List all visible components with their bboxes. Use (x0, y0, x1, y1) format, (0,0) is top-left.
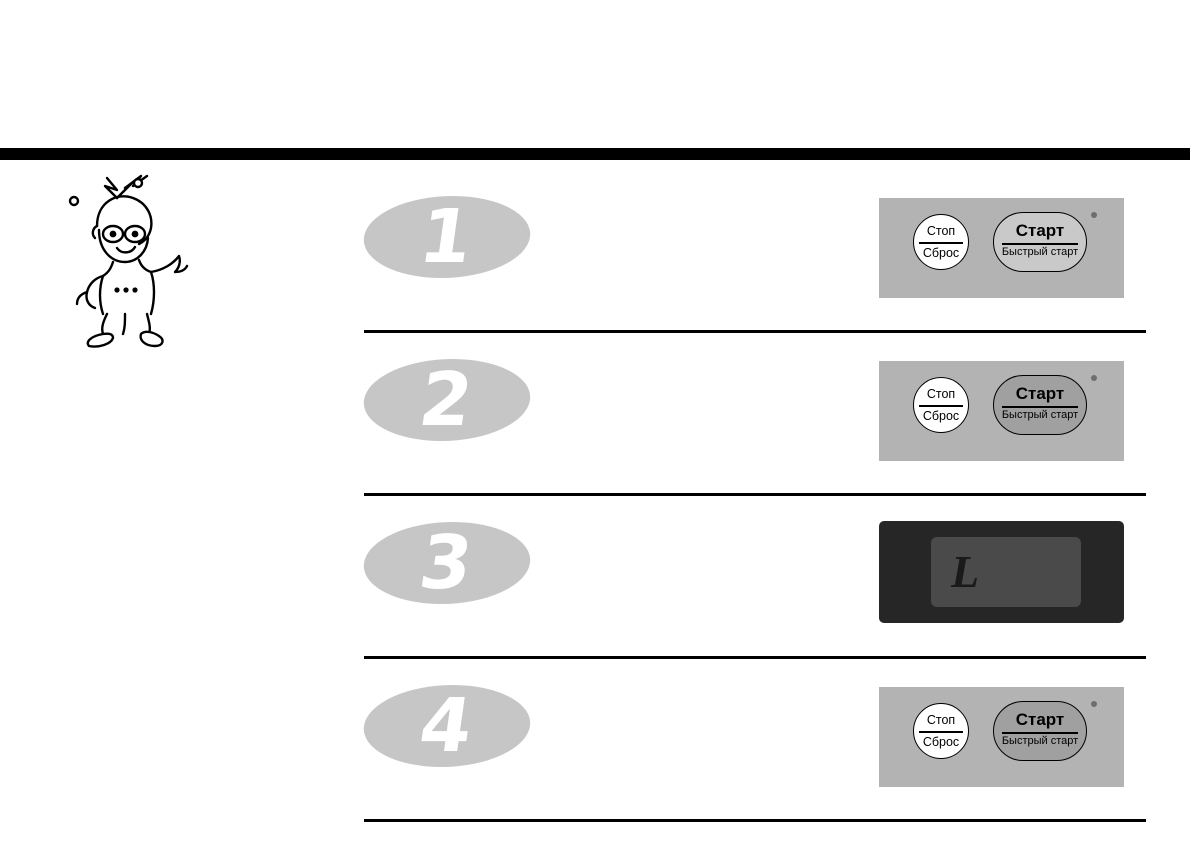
stop-divider (919, 242, 963, 244)
stop-divider (919, 405, 963, 407)
step-row: 4 Стоп Сброс Старт Быстрый старт (358, 659, 1146, 822)
start-divider (1002, 243, 1078, 245)
display-panel-graphic: L (879, 521, 1127, 623)
start-label: Старт (1015, 221, 1065, 240)
start-label: Старт (1015, 384, 1065, 403)
control-panel-graphic-2: Стоп Сброс Старт Быстрый старт (879, 361, 1124, 461)
indicator-led-icon (1091, 375, 1097, 381)
start-quickstart-button[interactable]: Старт Быстрый старт (993, 212, 1087, 272)
start-quickstart-button[interactable]: Старт Быстрый старт (993, 701, 1087, 761)
quickstart-label: Быстрый старт (1001, 246, 1079, 258)
step-row: 2 Стоп Сброс Старт Быстрый старт (358, 333, 1146, 496)
start-label: Старт (1015, 710, 1065, 729)
quickstart-label: Быстрый старт (1001, 409, 1079, 421)
quickstart-label: Быстрый старт (1001, 735, 1079, 747)
indicator-led-icon (1091, 212, 1097, 218)
stop-reset-button[interactable]: Стоп Сброс (913, 214, 969, 270)
step-number-badge: 3 (358, 520, 536, 606)
steps-list: 1 Стоп Сброс Старт Быстрый старт 2 Стоп … (358, 170, 1146, 822)
start-divider (1002, 732, 1078, 734)
lightning-character-illustration (55, 168, 205, 348)
stop-reset-button[interactable]: Стоп Сброс (913, 377, 969, 433)
step-row: 3 L (358, 496, 1146, 659)
stop-label: Стоп (926, 713, 956, 727)
reset-label: Сброс (922, 246, 960, 260)
reset-label: Сброс (922, 735, 960, 749)
reset-label: Сброс (922, 409, 960, 423)
step-number-badge: 2 (358, 357, 536, 443)
step-row: 1 Стоп Сброс Старт Быстрый старт (358, 170, 1146, 333)
control-panel-graphic-4: Стоп Сброс Старт Быстрый старт (879, 687, 1124, 787)
start-divider (1002, 406, 1078, 408)
display-panel-shadow (882, 609, 1127, 623)
control-panel-graphic-1: Стоп Сброс Старт Быстрый старт (879, 198, 1124, 298)
stop-reset-button[interactable]: Стоп Сброс (913, 703, 969, 759)
step-number-badge: 1 (358, 194, 536, 280)
indicator-led-icon (1091, 701, 1097, 707)
stop-label: Стоп (926, 387, 956, 401)
display-value: L (951, 546, 980, 597)
header-divider-rule (0, 148, 1190, 160)
stop-label: Стоп (926, 224, 956, 238)
start-quickstart-button[interactable]: Старт Быстрый старт (993, 375, 1087, 435)
step-number-badge: 4 (358, 683, 536, 769)
display-screen: L (931, 537, 1081, 607)
stop-divider (919, 731, 963, 733)
